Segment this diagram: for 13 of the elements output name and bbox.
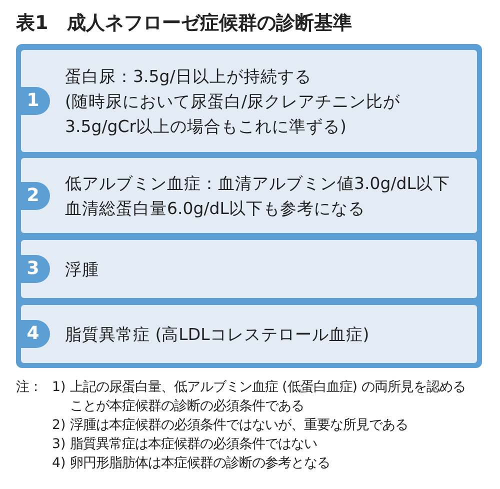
criterion-text: 血清総蛋白量6.0g/dL以下も参考になる	[65, 198, 366, 220]
footnote: 3) 脂質異常症は本症候群の必須条件ではない	[52, 436, 318, 454]
footnote: 1) 上記の尿蛋白量、低アルブミン血症 (低蛋白血症) の両所見を認めることが本症候群の診断の必須条件である	[52, 378, 467, 416]
table-frame	[16, 44, 482, 368]
criterion-text: 低アルブミン血症：血清アルブミン値3.0g/dL以下	[65, 172, 451, 194]
criterion-text: 蛋白尿：3.5g/日以上が持続する	[65, 66, 312, 88]
criterion-text: 浮腫	[65, 258, 100, 280]
note-heading: 注：	[16, 378, 43, 397]
footnote: 2) 浮腫は本症候群の必須条件ではないが、重要な所見である	[52, 416, 409, 435]
footnote: 4) 卵円形脂肪体は本症候群の診断の参考となる	[52, 454, 331, 473]
criterion-text: (随時尿において尿蛋白/尿クレアチニン比が3.5g/gCr以上の場合もこれに準ずる)	[65, 90, 401, 138]
table-title: 表1 成人ネフローゼ症候群の診断基準	[16, 11, 352, 36]
criterion-text: 脂質異常症 (高LDLコレステロール血症)	[65, 324, 370, 346]
